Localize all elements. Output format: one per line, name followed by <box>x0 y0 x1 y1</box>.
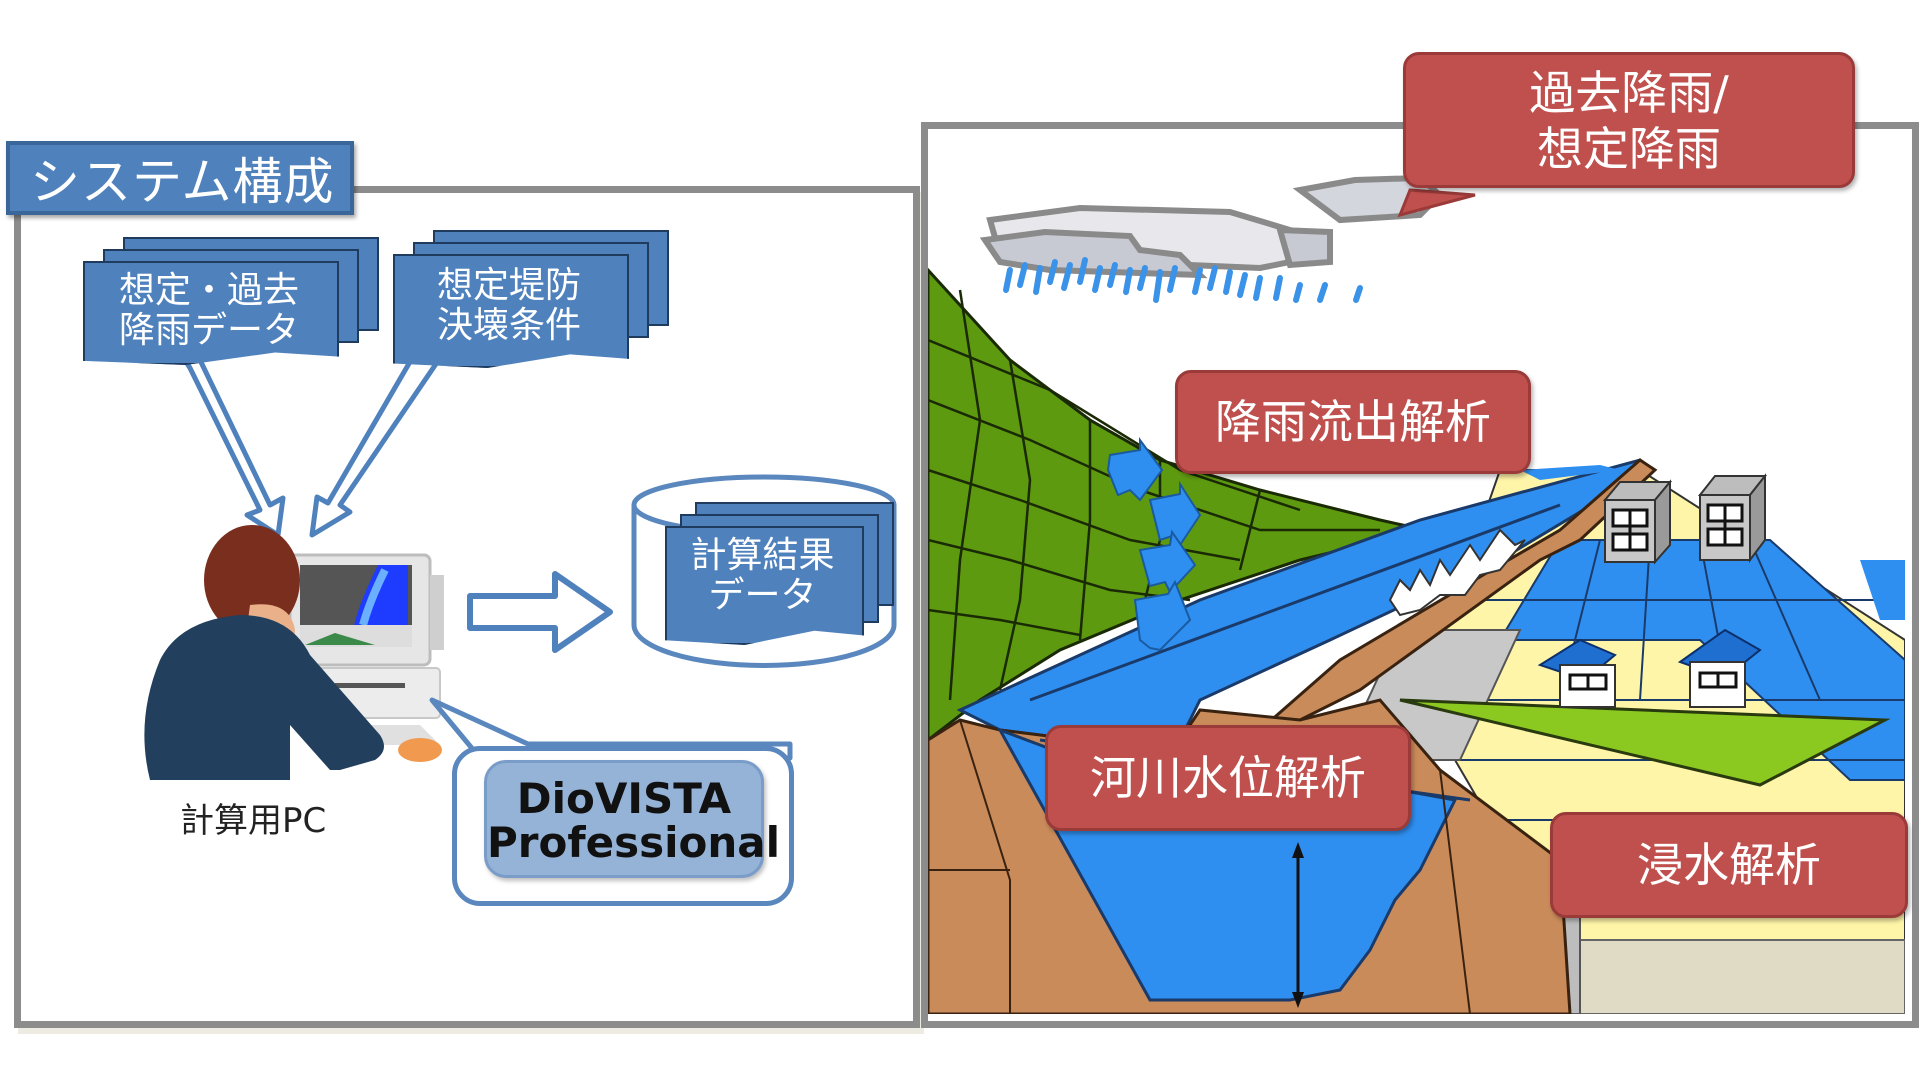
output-arrow <box>467 571 613 653</box>
rain-callout-tail <box>1397 188 1476 218</box>
rain-data-doc-line2: 降雨データ <box>118 310 299 351</box>
house-1-icon <box>1537 638 1617 708</box>
rain-data-doc-stack: 想定・過去 降雨データ <box>83 237 379 365</box>
river-level-analysis-label: 河川水位解析 <box>1045 725 1411 831</box>
levee-breach-doc-line2: 決壊条件 <box>436 305 581 346</box>
building-2-icon <box>1697 473 1768 563</box>
levee-breach-doc-stack: 想定堤防 決壊条件 <box>393 230 669 368</box>
runoff-analysis-label: 降雨流出解析 <box>1175 370 1531 474</box>
water-depth-arrow <box>1292 842 1304 1008</box>
person-at-computer-icon <box>144 525 444 780</box>
levee-breach-splash <box>1388 528 1526 617</box>
field <box>1399 698 1891 787</box>
software-product-badge: DioVISTA Professional <box>484 760 780 878</box>
computer-label: 計算用PC <box>180 801 327 841</box>
building-1-icon <box>1602 479 1673 565</box>
rain-callout-line1: 過去降雨/ <box>1529 66 1729 120</box>
house-2-icon <box>1677 628 1762 708</box>
result-data-doc-line1: 計算結果 <box>690 535 835 576</box>
result-data-doc-stack: 計算結果 データ <box>665 502 895 645</box>
rain-cloud-icon <box>979 174 1445 279</box>
rain-drops <box>1003 257 1363 303</box>
runoff-arrows <box>1106 436 1202 652</box>
rain-data-doc-line1: 想定・過去 <box>118 270 299 311</box>
inundation-analysis-label: 浸水解析 <box>1550 812 1908 918</box>
result-data-doc-line2: データ <box>708 575 817 616</box>
software-name-line2: Professional <box>487 818 780 867</box>
levee-breach-doc-line1: 想定堤防 <box>436 265 581 306</box>
system-title: システム構成 <box>6 141 354 215</box>
software-name-line1: DioVISTA <box>516 774 732 823</box>
rain-callout: 過去降雨/ 想定降雨 <box>1403 52 1855 188</box>
rain-callout-line2: 想定降雨 <box>1537 122 1721 176</box>
input-arrow-2 <box>309 345 443 538</box>
